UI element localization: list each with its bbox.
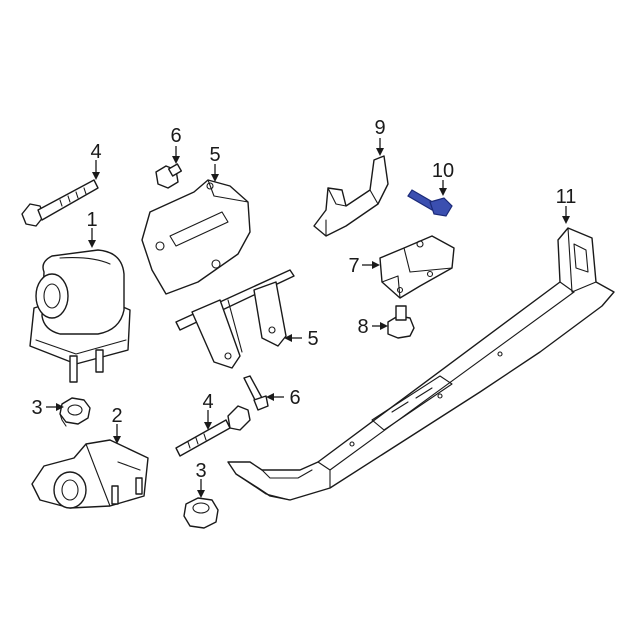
callout-1: 1 [86, 209, 97, 231]
callout-9: 9 [374, 117, 385, 139]
hex-nut-lower [183, 497, 219, 529]
callout-8: 8 [357, 316, 368, 338]
callout-4-lower: 4 [202, 391, 213, 413]
flange-bolt [387, 305, 415, 339]
crossmember [227, 227, 615, 501]
hex-nut-upper [59, 397, 91, 427]
callout-5-upper: 5 [209, 144, 220, 166]
callout-2: 2 [111, 405, 122, 427]
stud-upper [155, 163, 183, 189]
callout-5-lower: 5 [307, 328, 318, 350]
bolt-upper [21, 179, 99, 227]
transmission-mount [31, 439, 149, 509]
callout-3-lower: 3 [195, 460, 206, 482]
callout-6-lower: 6 [289, 387, 300, 409]
stud-lower [243, 375, 269, 411]
callout-3-upper: 3 [31, 397, 42, 419]
callout-4-upper: 4 [90, 141, 101, 163]
callout-6-upper: 6 [170, 125, 181, 147]
mount-bracket-upper [141, 179, 251, 295]
engine-mount [29, 249, 131, 383]
callouts: 1 2 3 3 4 4 5 5 6 6 7 8 9 10 11 [31, 117, 576, 482]
callout-11: 11 [556, 186, 577, 208]
callout-7: 7 [348, 255, 359, 277]
callout-10: 10 [432, 160, 454, 182]
heat-shield [313, 155, 389, 237]
bolt-lower [175, 405, 251, 457]
mount-bracket-lower [175, 269, 295, 369]
leader-lines [46, 138, 570, 498]
highlighted-bolt [407, 189, 453, 217]
support-bracket [379, 235, 455, 299]
